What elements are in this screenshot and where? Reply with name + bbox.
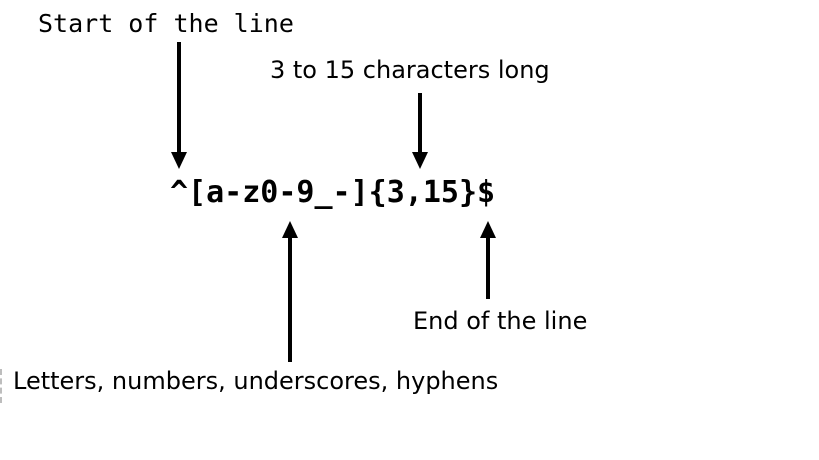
end-of-line-label: End of the line bbox=[413, 307, 588, 335]
start-of-line-label: Start of the line bbox=[38, 9, 294, 38]
arrow-head bbox=[412, 152, 428, 169]
left-edge-clipped-artifact bbox=[0, 369, 2, 403]
arrow-head bbox=[480, 221, 496, 238]
arrow-stem bbox=[486, 236, 490, 299]
length-label: 3 to 15 characters long bbox=[270, 56, 550, 84]
arrow-head bbox=[171, 152, 187, 169]
arrow-stem bbox=[288, 236, 292, 362]
regex-pattern: ^[a-z0-9_-]{3,15}$ bbox=[170, 175, 496, 210]
charset-label: Letters, numbers, underscores, hyphens bbox=[13, 367, 499, 395]
arrow-stem bbox=[177, 42, 181, 154]
arrow-stem bbox=[418, 93, 422, 154]
arrow-head bbox=[282, 221, 298, 238]
